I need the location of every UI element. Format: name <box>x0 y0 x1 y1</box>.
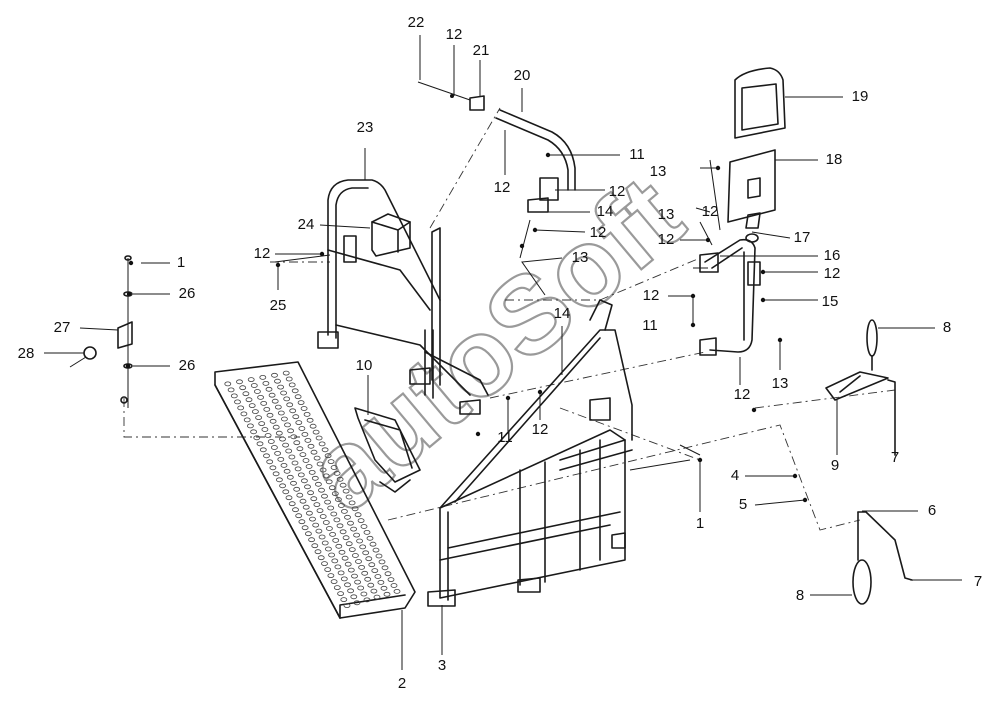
label-7b: 7 <box>974 573 982 590</box>
label-17: 17 <box>794 229 811 246</box>
watermark: autoSoft <box>284 153 705 534</box>
label-11a: 11 <box>629 146 645 163</box>
label-12f: 12 <box>658 231 675 248</box>
label-11c: 11 <box>497 429 513 446</box>
label-12i: 12 <box>734 386 751 403</box>
label-26a: 26 <box>179 285 196 302</box>
label-6: 6 <box>928 502 936 519</box>
label-24: 24 <box>298 216 315 233</box>
label-4: 4 <box>731 467 739 484</box>
label-1-bottom: 1 <box>696 515 704 532</box>
label-12d: 12 <box>590 224 607 241</box>
label-20: 20 <box>514 67 531 84</box>
label-13d: 13 <box>772 375 789 392</box>
label-21: 21 <box>473 42 490 59</box>
plate-part-18 <box>727 149 776 229</box>
label-12a: 12 <box>446 26 463 43</box>
box-part-24 <box>371 213 411 257</box>
cover-part-19 <box>734 67 786 139</box>
label-7a: 7 <box>891 449 899 466</box>
label-12c: 12 <box>609 183 626 200</box>
label-16: 16 <box>824 247 841 264</box>
label-23: 23 <box>357 119 374 136</box>
tube-part-20 <box>495 109 576 213</box>
leader-dots <box>125 152 808 503</box>
label-5: 5 <box>739 496 747 513</box>
label-12g: 12 <box>643 287 660 304</box>
bracket-stack-part-26-27-28 <box>69 255 133 408</box>
ladder-frame-part-3 <box>427 299 633 607</box>
label-12h: 12 <box>824 265 841 282</box>
label-8a: 8 <box>943 319 951 336</box>
washer-part-17 <box>745 233 759 243</box>
label-13c: 13 <box>572 249 589 266</box>
label-18: 18 <box>826 151 843 168</box>
label-26b: 26 <box>179 357 196 374</box>
label-2: 2 <box>398 675 406 692</box>
label-12k: 12 <box>702 203 719 220</box>
label-22: 22 <box>408 14 425 31</box>
label-19: 19 <box>852 88 869 105</box>
label-3: 3 <box>438 657 446 674</box>
step-plate-part-2 <box>214 361 416 619</box>
mirror-assembly-part-6-8 <box>852 511 913 605</box>
label-12e: 12 <box>254 245 271 262</box>
label-13a: 13 <box>650 163 667 180</box>
mirror-assembly-part-8-9 <box>825 319 896 456</box>
handle-part-15-16 <box>699 238 761 356</box>
label-10: 10 <box>356 357 373 374</box>
label-28: 28 <box>18 345 35 362</box>
label-12b: 12 <box>494 179 511 196</box>
fittings-part-21-22 <box>417 81 485 111</box>
label-14b: 14 <box>554 305 571 322</box>
handrail-frame-part-23 <box>317 179 489 415</box>
label-11b: 11 <box>642 317 658 334</box>
label-9: 9 <box>831 457 839 474</box>
leader-lines <box>44 35 962 670</box>
label-25: 25 <box>270 297 287 314</box>
label-8b: 8 <box>796 587 804 604</box>
label-1-top: 1 <box>177 254 185 271</box>
label-13b: 13 <box>658 206 675 223</box>
bolt-hardware <box>274 159 721 471</box>
label-27: 27 <box>54 319 71 336</box>
part-number-labels: 1 1 2 3 4 5 6 7 7 8 8 9 10 11 11 11 12 1… <box>18 14 983 692</box>
label-14a: 14 <box>597 203 614 220</box>
label-12j: 12 <box>532 421 549 438</box>
bracket-part-10 <box>354 407 421 493</box>
label-15: 15 <box>822 293 839 310</box>
